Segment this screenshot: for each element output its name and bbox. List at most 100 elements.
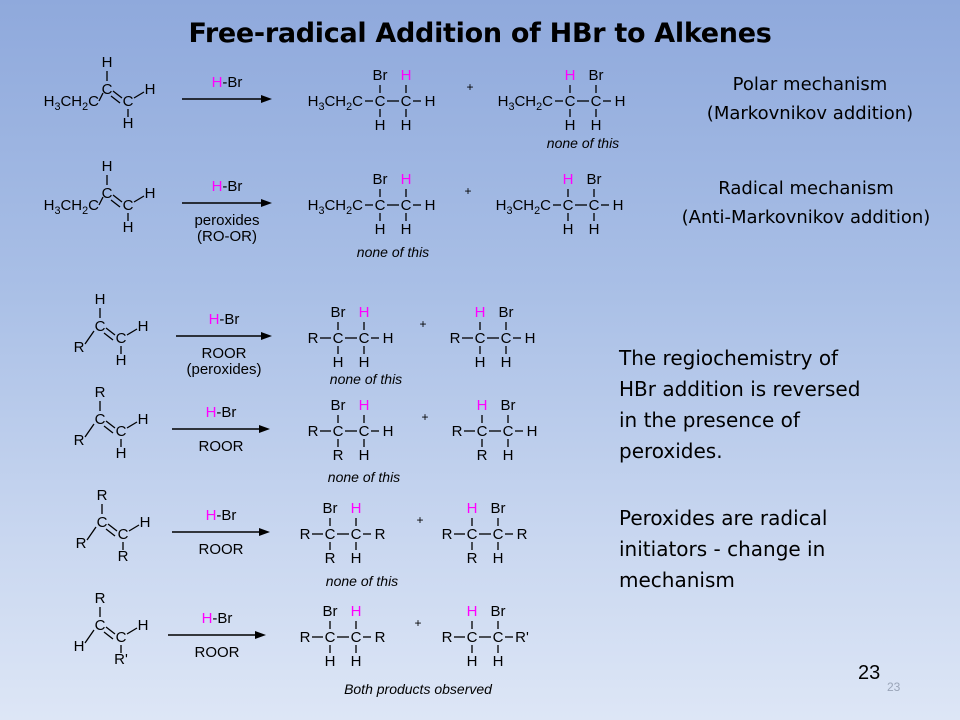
formula-part: CH — [324, 93, 346, 110]
carbon-atom: C — [116, 629, 127, 646]
formula-part: H — [44, 197, 55, 214]
carbon-atom: C — [503, 423, 514, 440]
radical-mechanism-label: Radical mechanism (Anti-Markovnikov addi… — [660, 174, 952, 232]
carbon-atom: C — [401, 93, 412, 110]
carbon-atom: C — [118, 526, 129, 543]
substituent-top: H — [477, 397, 488, 414]
substituent-left: H3CH2C — [308, 93, 364, 113]
substituent-top: H — [467, 500, 478, 517]
bond — [84, 423, 95, 438]
substituent-bottom: H — [565, 117, 576, 134]
formula-part: H — [308, 93, 319, 110]
formula-part: C — [352, 93, 363, 110]
carbon-atom: C — [375, 197, 386, 214]
reagent-hydrogen: H — [202, 610, 213, 627]
formula-part: CH — [324, 197, 346, 214]
reagent-condition: (peroxides) — [186, 361, 261, 378]
substituent-top: Br — [323, 603, 338, 620]
carbon-atom: C — [589, 197, 600, 214]
reagent-bromine: -Br — [216, 404, 236, 421]
double-bond — [105, 327, 116, 336]
substituent-top: Br — [491, 500, 506, 517]
slide-number: 23 — [887, 680, 901, 694]
substituent-bottom: H — [503, 447, 514, 464]
carbon-atom: C — [401, 197, 412, 214]
arrow-head — [255, 631, 266, 639]
substituent-left: R — [452, 423, 463, 440]
substituent-right: R' — [515, 629, 529, 646]
substituent-left: R — [300, 629, 311, 646]
formula-part: CH — [514, 93, 536, 110]
substituent-top: R — [97, 487, 108, 504]
formula-part: CH — [60, 93, 82, 110]
substituent-right: R — [375, 526, 386, 543]
reagent-condition: ROOR — [202, 345, 247, 362]
bond — [98, 196, 104, 206]
substituent-bottom: H — [333, 354, 344, 371]
substituent-bottom: H — [116, 445, 127, 462]
formula-part: 2 — [82, 101, 88, 113]
substituent-right: H — [138, 411, 149, 428]
carbon-atom: C — [325, 526, 336, 543]
substituent-left: H3CH2C — [496, 197, 552, 217]
product-note: none of this — [326, 573, 398, 589]
plus-sign: + — [419, 317, 426, 331]
substituent-top: H — [359, 397, 370, 414]
substituent-top: Br — [491, 603, 506, 620]
substituent-top: H — [401, 171, 412, 188]
carbon-atom: C — [97, 514, 108, 531]
product-note: none of this — [328, 469, 400, 485]
substituent-bottom: H — [563, 221, 574, 238]
product-note: none of this — [330, 371, 402, 387]
substituent-left: H3CH2C — [308, 197, 364, 217]
reagent-label: H-Br — [206, 404, 237, 421]
arrow-head — [261, 332, 272, 340]
substituent-bottom: H — [401, 221, 412, 238]
substituent-left: R — [74, 339, 85, 356]
substituent-bottom: H — [351, 550, 362, 567]
reagent-label: H-Br — [206, 507, 237, 524]
substituent-right: H — [145, 185, 156, 202]
plus-sign: + — [464, 184, 471, 198]
substituent-right: H — [145, 81, 156, 98]
substituent-bottom: H — [351, 653, 362, 670]
substituent-left: R — [442, 526, 453, 543]
substituent-bottom: H — [475, 354, 486, 371]
substituent-top: H — [565, 67, 576, 84]
bond — [84, 330, 95, 345]
carbon-atom: C — [565, 93, 576, 110]
para2-line: initiators - change in — [619, 537, 826, 561]
substituent-left: H3CH2C — [498, 93, 554, 113]
plus-sign: + — [416, 513, 423, 527]
substituent-bottom: H — [493, 653, 504, 670]
formula-part: 3 — [318, 101, 324, 113]
polar-mechanism-label: Polar mechanism (Markovnikov addition) — [668, 70, 952, 128]
carbon-atom: C — [591, 93, 602, 110]
carbon-atom: C — [95, 411, 106, 428]
reagent-bromine: -Br — [219, 311, 239, 328]
carbon-atom: C — [359, 330, 370, 347]
plus-sign: + — [466, 80, 473, 94]
regiochemistry-paragraph: The regiochemistry of HBr addition is re… — [619, 343, 919, 467]
carbon-atom: C — [467, 526, 478, 543]
double-bond — [107, 523, 118, 532]
substituent-bottom: R — [325, 550, 336, 567]
substituent-bottom: H — [401, 117, 412, 134]
carbon-atom: C — [467, 629, 478, 646]
substituent-right: R — [375, 629, 386, 646]
substituent-bottom: H — [467, 653, 478, 670]
plus-sign: + — [421, 410, 428, 424]
